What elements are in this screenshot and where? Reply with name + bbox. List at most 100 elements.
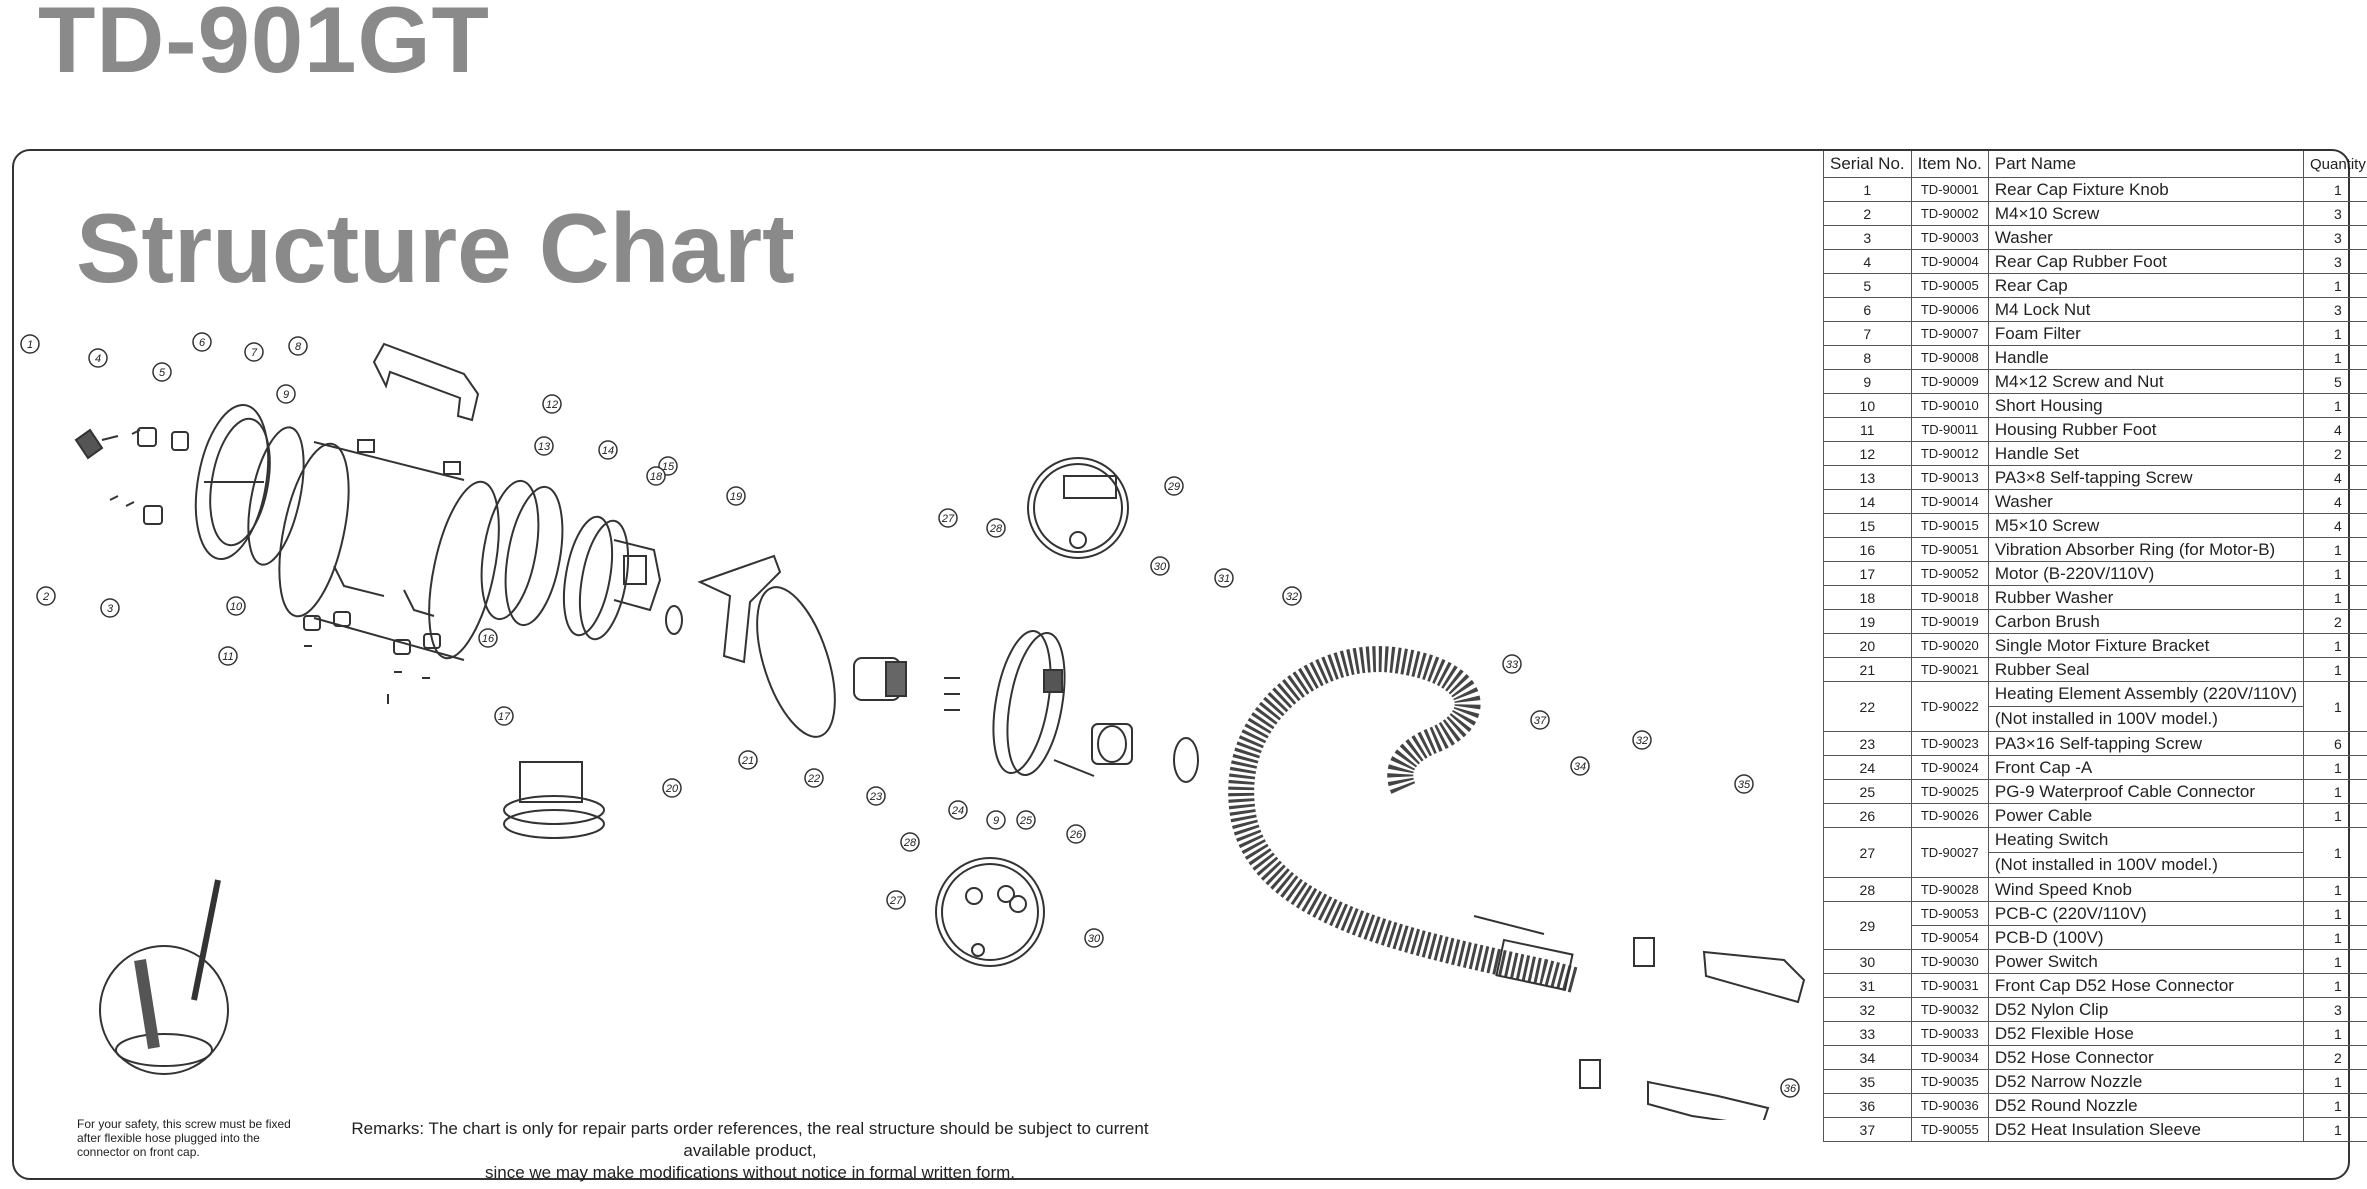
cell-item: TD-90034: [1910, 1045, 1989, 1070]
cell-qty: 4: [2302, 465, 2367, 490]
cell-item: TD-90051: [1910, 537, 1989, 562]
cell-qty: 3: [2302, 201, 2367, 226]
callout-marker: 27: [886, 890, 906, 910]
carbon-brush-motor-part: [503, 761, 605, 839]
cell-name: Single Motor Fixture Bracket: [1987, 633, 2304, 658]
cell-name: Carbon Brush: [1987, 609, 2304, 634]
cell-name: Power Cable: [1987, 803, 2304, 828]
cell-item: TD-90012: [1910, 441, 1989, 466]
front-cap-part: [992, 629, 1095, 777]
callout-marker: 24: [948, 800, 968, 820]
callout-label: 20: [665, 783, 679, 795]
cell-qty: 1: [2302, 393, 2367, 418]
cell-item: TD-90054: [1910, 925, 1989, 950]
cell-item: TD-90005: [1910, 273, 1989, 298]
callout-marker: 19: [726, 486, 746, 506]
cell-name: M4×12 Screw and Nut: [1987, 369, 2304, 394]
cell-serial: 8: [1823, 345, 1912, 370]
cell-qty: 4: [2302, 489, 2367, 514]
front-cap-hose-connector-part: [1091, 723, 1133, 765]
cell-serial: 1: [1823, 177, 1912, 202]
cell-item: TD-90023: [1910, 731, 1989, 756]
cell-serial: 12: [1823, 441, 1912, 466]
callout-label: 3: [107, 603, 114, 615]
callout-marker: 25: [1016, 810, 1036, 830]
hose-connector-part-2: [1579, 1059, 1601, 1089]
callout-marker: 7: [244, 342, 264, 362]
header-name: Part Name: [1987, 151, 2304, 178]
cell-name-line-1: Heating Element Assembly (220V/110V): [1994, 684, 2297, 703]
cell-qty: 3: [2302, 249, 2367, 274]
cell-item: TD-90022: [1910, 681, 1989, 732]
cell-serial: 29: [1823, 901, 1912, 950]
cell-name: PG-9 Waterproof Cable Connector: [1987, 779, 2304, 804]
model-title: TD-901GT: [38, 0, 490, 92]
cell-qty: 1: [2302, 1069, 2367, 1094]
cell-item: TD-90024: [1910, 755, 1989, 780]
cell-serial: 23: [1823, 731, 1912, 756]
cell-serial: 5: [1823, 273, 1912, 298]
cell-serial: 24: [1823, 755, 1912, 780]
rear-cap-small-parts: [109, 427, 189, 525]
callout-label: 2: [42, 591, 49, 603]
callout-label: 21: [741, 755, 754, 767]
cell-name: M4×10 Screw: [1987, 201, 2304, 226]
callout-marker: 33: [1502, 654, 1522, 674]
cell-serial: 31: [1823, 973, 1912, 998]
callout-label: 32: [1286, 591, 1298, 603]
cell-item: TD-90033: [1910, 1021, 1989, 1046]
callout-label: 14: [602, 445, 614, 457]
cell-serial: 25: [1823, 779, 1912, 804]
safety-illustration: [99, 879, 229, 1075]
cell-item: TD-90055: [1910, 1117, 1989, 1142]
cell-item: TD-90019: [1910, 609, 1989, 634]
cell-qty: 1: [2302, 345, 2367, 370]
cell-name: D52 Heat Insulation Sleeve: [1987, 1117, 2304, 1142]
pcb-detail-part: [1027, 457, 1129, 559]
cell-item: TD-90002: [1910, 201, 1989, 226]
nylon-clip-part: [1173, 737, 1199, 783]
cell-item: TD-90014: [1910, 489, 1989, 514]
cell-serial: 13: [1823, 465, 1912, 490]
callout-marker: 29: [1164, 476, 1184, 496]
cell-qty: 1: [2302, 657, 2367, 682]
cell-qty: 1: [2302, 949, 2367, 974]
safety-note: For your safety, this screw must be fixe…: [77, 1117, 291, 1159]
callout-marker: 14: [598, 440, 618, 460]
cell-qty: 2: [2302, 441, 2367, 466]
cell-serial: 4: [1823, 249, 1912, 274]
cell-qty: 1: [2302, 803, 2367, 828]
callout-marker: 20: [662, 778, 682, 798]
cell-serial: 26: [1823, 803, 1912, 828]
cell-item: TD-90025: [1910, 779, 1989, 804]
cell-name: PA3×8 Self-tapping Screw: [1987, 465, 2304, 490]
cell-qty: 1: [2302, 681, 2367, 732]
callout-marker: 10: [226, 596, 246, 616]
cell-item: TD-90011: [1910, 417, 1989, 442]
cell-serial: 33: [1823, 1021, 1912, 1046]
callout-label: 26: [1069, 829, 1083, 841]
callout-label: 24: [951, 805, 964, 817]
cell-name: Housing Rubber Foot: [1987, 417, 2304, 442]
header-serial: Serial No.: [1823, 151, 1912, 178]
cell-serial: 15: [1823, 513, 1912, 538]
cell-serial: 30: [1823, 949, 1912, 974]
cell-serial: 21: [1823, 657, 1912, 682]
cell-serial: 18: [1823, 585, 1912, 610]
callout-marker: 28: [900, 832, 920, 852]
callout-marker: 30: [1084, 928, 1104, 948]
cell-item: TD-90028: [1910, 877, 1989, 902]
callout-label: 30: [1154, 561, 1167, 573]
cell-serial: 34: [1823, 1045, 1912, 1070]
